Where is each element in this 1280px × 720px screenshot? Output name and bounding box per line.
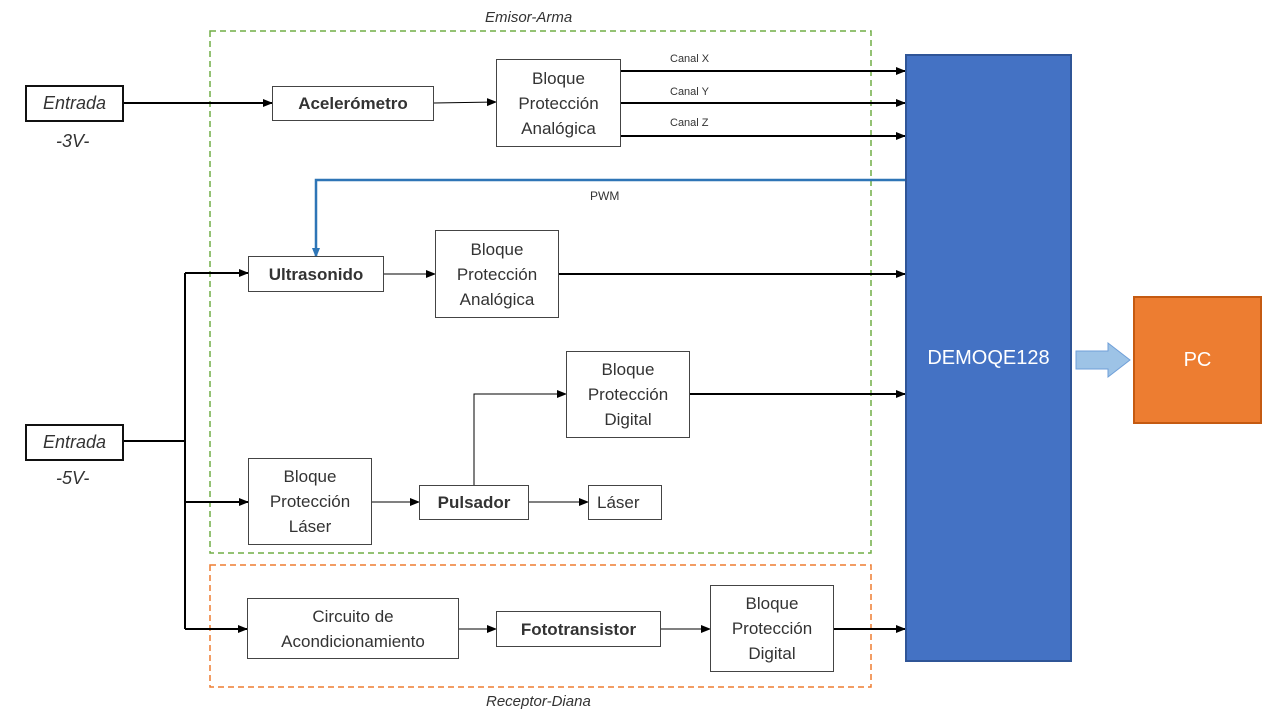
- emisor-arma-label: Emisor-Arma: [485, 9, 573, 26]
- demoqe128-label: DEMOQE128: [927, 346, 1050, 369]
- proteccion-digital-1-block: Bloque Protección Digital: [566, 351, 690, 438]
- proteccion-analogica-1-line3: Analógica: [521, 118, 596, 138]
- canal-y-label: Canal Y: [670, 86, 709, 98]
- entrada-5v-box: Entrada: [25, 424, 124, 461]
- proteccion-analogica-2-line1: Bloque: [470, 239, 524, 259]
- receptor-diana-frame: [209, 564, 872, 688]
- laser-label: Láser: [597, 493, 640, 512]
- proteccion-laser-block: Bloque Protección Láser: [248, 458, 372, 545]
- proteccion-analogica-2-block: Bloque Protección Analógica: [435, 230, 559, 318]
- fototransistor-block: Fototransistor: [496, 611, 661, 647]
- circuito-acondicionamiento-line1: Circuito de: [312, 606, 394, 626]
- proteccion-digital-2-block: Bloque Protección Digital: [710, 585, 834, 672]
- acelerometro-block: Acelerómetro: [272, 86, 434, 121]
- fototransistor-label: Fototransistor: [520, 619, 637, 639]
- pc-label: PC: [1183, 348, 1212, 371]
- proteccion-analogica-1-block: Bloque Protección Analógica: [496, 59, 621, 147]
- pc-block: PC: [1133, 296, 1262, 424]
- pwm-label: PWM: [590, 189, 620, 203]
- proteccion-analogica-2-line3: Analógica: [459, 289, 535, 309]
- proteccion-digital-1-line1: Bloque: [601, 360, 655, 379]
- proteccion-analogica-2-line2: Protección: [456, 264, 538, 284]
- emisor-arma-frame: [209, 30, 872, 554]
- entrada-5v-label: Entrada: [42, 432, 107, 452]
- entrada-3v-box: Entrada: [25, 85, 124, 122]
- proteccion-laser-line1: Bloque: [283, 467, 337, 486]
- wire-pulsador-proteccion-digital: [473, 390, 567, 485]
- proteccion-digital-2-line2: Protección: [731, 619, 813, 638]
- demoqe128-block: DEMOQE128: [905, 54, 1072, 662]
- proteccion-analogica-1-line1: Bloque: [532, 68, 585, 88]
- ultrasonido-block: Ultrasonido: [248, 256, 384, 292]
- proteccion-digital-1-line3: Digital: [604, 410, 652, 429]
- receptor-diana-label: Receptor-Diana: [486, 693, 591, 710]
- voltage-3v-label: -3V-: [56, 131, 90, 151]
- entrada-3v-label: Entrada: [42, 93, 107, 113]
- pulsador-label: Pulsador: [437, 493, 511, 512]
- laser-block: Láser: [588, 485, 662, 520]
- ultrasonido-label: Ultrasonido: [268, 264, 364, 284]
- canal-x-label: Canal X: [670, 53, 710, 65]
- acelerometro-label: Acelerómetro: [298, 94, 408, 113]
- proteccion-digital-2-line3: Digital: [748, 644, 796, 663]
- wire-acelerometro-proteccion: [433, 98, 497, 107]
- canal-z-label: Canal Z: [670, 117, 709, 129]
- proteccion-digital-1-line2: Protección: [587, 385, 669, 404]
- mcu-to-pc-arrow: [1075, 341, 1131, 379]
- circuito-acondicionamiento-line2: Acondicionamiento: [281, 631, 425, 651]
- pulsador-block: Pulsador: [419, 485, 529, 520]
- proteccion-digital-2-line1: Bloque: [745, 594, 799, 613]
- voltage-5v-label: -5V-: [56, 468, 90, 488]
- proteccion-analogica-1-line2: Protección: [518, 93, 599, 113]
- circuito-acondicionamiento-block: Circuito de Acondicionamiento: [247, 598, 459, 659]
- proteccion-laser-line2: Protección: [269, 492, 351, 511]
- proteccion-laser-line3: Láser: [288, 517, 332, 536]
- wire-pwm: [312, 178, 905, 258]
